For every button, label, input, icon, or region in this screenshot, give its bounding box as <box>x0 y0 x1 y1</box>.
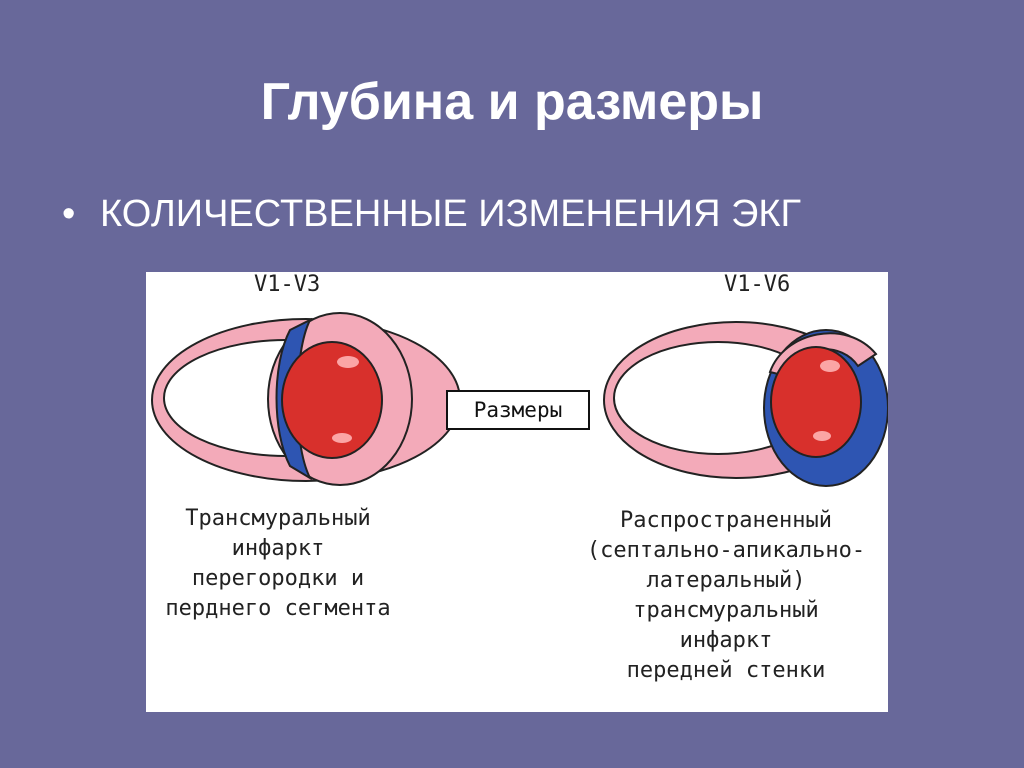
slide-title: Глубина и размеры <box>260 73 764 131</box>
right-lead-label: V1-V6 <box>724 272 791 297</box>
right-lv-highlight-bottom <box>813 431 831 441</box>
right-lv-cavity <box>770 346 862 458</box>
left-lead-label: V1-V3 <box>254 272 321 297</box>
left-caption: Трансмуральный инфаркт перегородки и пер… <box>146 504 410 624</box>
size-label-box: Размеры <box>446 390 590 430</box>
right-caption: Распространенный (септально-апикально- л… <box>556 506 888 686</box>
left-caption-line: перегородки и <box>191 566 365 591</box>
left-lv-highlight-top <box>337 356 359 368</box>
left-caption-line: Трансмуральный <box>185 506 371 531</box>
right-caption-line: Распространенный <box>620 508 832 533</box>
left-lv-cavity <box>281 341 383 459</box>
left-caption-line: инфаркт <box>231 536 325 561</box>
right-caption-line: латеральный) <box>646 568 806 593</box>
left-lv-highlight-bottom <box>332 433 352 443</box>
bullet-item: • КОЛИЧЕСТВЕННЫЕ ИЗМЕНЕНИЯ ЭКГ <box>62 188 801 240</box>
right-caption-line: инфаркт <box>679 628 773 653</box>
heart-diagrams-svg <box>151 312 888 487</box>
right-caption-line: передней стенки <box>626 658 826 683</box>
bullet-text: КОЛИЧЕСТВЕННЫЕ ИЗМЕНЕНИЯ ЭКГ <box>100 193 802 235</box>
right-caption-line: трансмуральный <box>633 598 819 623</box>
bullet-dot: • <box>62 193 76 235</box>
left-heart-diagram <box>151 312 461 486</box>
left-caption-line: перднего сегмента <box>165 596 391 621</box>
right-lv-highlight-top <box>820 360 840 372</box>
right-heart-diagram <box>603 321 888 487</box>
heart-infarct-figure: V1-V3 V1-V6 Размеры Трансмуральный инфар… <box>146 272 888 712</box>
right-caption-line: (септально-апикально- <box>586 538 866 563</box>
